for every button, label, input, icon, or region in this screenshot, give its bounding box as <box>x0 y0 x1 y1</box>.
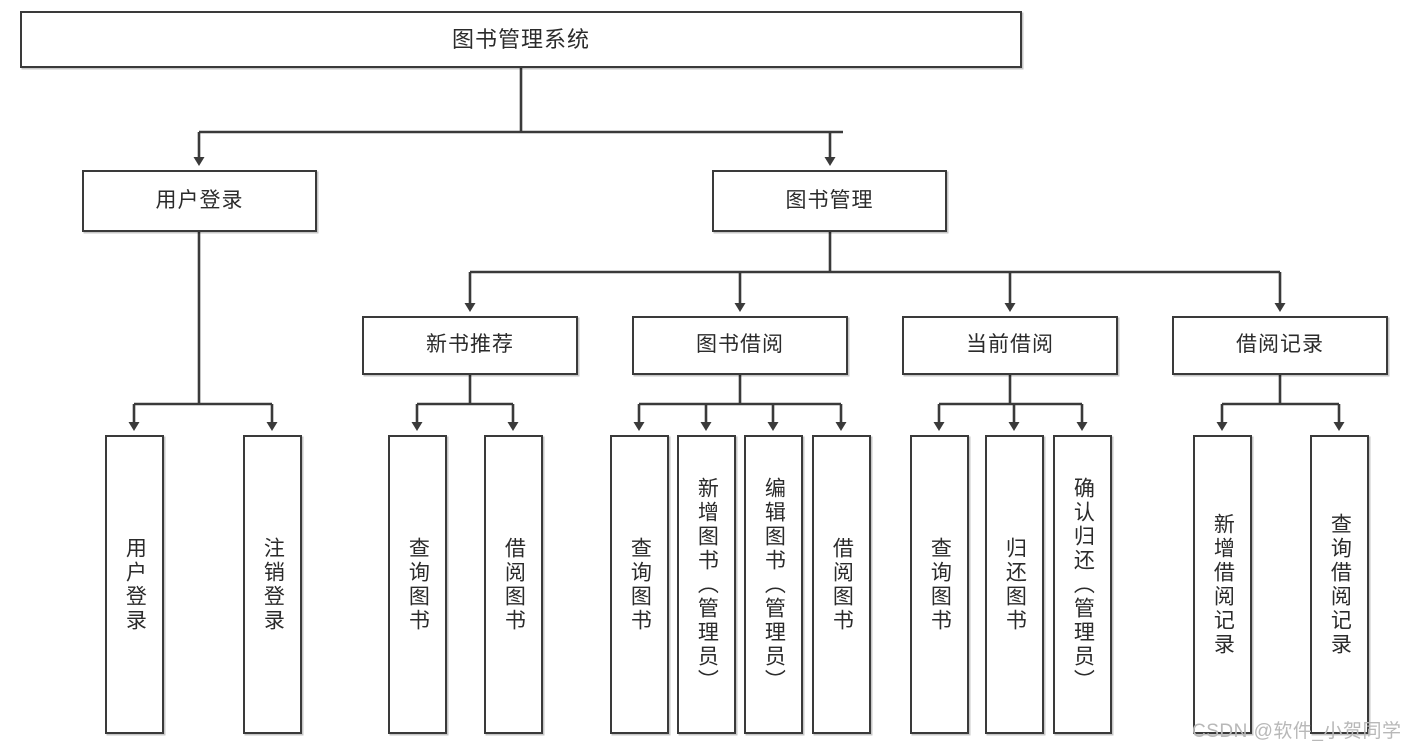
leaf-query-book-current-label: 查询图书 <box>928 536 952 633</box>
node-book-management[interactable]: 图书管理 <box>712 170 947 232</box>
leaf-confirm-return-admin-label: 确认归还（管理员） <box>1071 476 1095 693</box>
leaf-edit-book-admin-label: 编辑图书（管理员） <box>762 476 786 693</box>
leaf-add-borrow-record[interactable]: 新增借阅记录 <box>1193 435 1252 734</box>
node-root[interactable]: 图书管理系统 <box>20 11 1022 68</box>
leaf-query-book-current[interactable]: 查询图书 <box>910 435 969 734</box>
leaf-add-book-admin[interactable]: 新增图书（管理员） <box>677 435 736 734</box>
leaf-return-book-label: 归还图书 <box>1003 536 1027 633</box>
node-user-login-label: 用户登录 <box>155 188 244 212</box>
node-user-login[interactable]: 用户登录 <box>82 170 317 232</box>
node-book-borrow-label: 图书借阅 <box>696 333 784 357</box>
leaf-borrow-book-label: 借阅图书 <box>830 536 854 633</box>
leaf-logout[interactable]: 注销登录 <box>243 435 302 734</box>
leaf-user-login-label: 用户登录 <box>123 536 147 633</box>
leaf-query-book-recommend-label: 查询图书 <box>406 536 430 633</box>
leaf-query-borrow-record[interactable]: 查询借阅记录 <box>1310 435 1369 734</box>
leaf-borrow-book-recommend[interactable]: 借阅图书 <box>484 435 543 734</box>
watermark: CSDN @软件_小贺同学 <box>1192 721 1402 742</box>
node-new-book-recommendation[interactable]: 新书推荐 <box>362 316 578 375</box>
node-borrow-record-label: 借阅记录 <box>1236 333 1324 357</box>
leaf-query-borrow-record-label: 查询借阅记录 <box>1328 512 1352 657</box>
leaf-borrow-book-recommend-label: 借阅图书 <box>502 536 526 633</box>
leaf-add-borrow-record-label: 新增借阅记录 <box>1211 512 1235 657</box>
node-borrow-record[interactable]: 借阅记录 <box>1172 316 1388 375</box>
leaf-confirm-return-admin[interactable]: 确认归还（管理员） <box>1053 435 1112 734</box>
leaf-query-book[interactable]: 查询图书 <box>610 435 669 734</box>
node-book-management-label: 图书管理 <box>785 188 874 212</box>
leaf-edit-book-admin[interactable]: 编辑图书（管理员） <box>744 435 803 734</box>
leaf-query-book-recommend[interactable]: 查询图书 <box>388 435 447 734</box>
node-current-borrow-label: 当前借阅 <box>966 333 1054 357</box>
node-new-book-recommendation-label: 新书推荐 <box>426 333 514 357</box>
leaf-logout-label: 注销登录 <box>261 536 285 633</box>
node-current-borrow[interactable]: 当前借阅 <box>902 316 1118 375</box>
leaf-query-book-label: 查询图书 <box>628 536 652 633</box>
node-book-borrow[interactable]: 图书借阅 <box>632 316 848 375</box>
leaf-user-login[interactable]: 用户登录 <box>105 435 164 734</box>
node-root-label: 图书管理系统 <box>451 26 590 52</box>
leaf-add-book-admin-label: 新增图书（管理员） <box>695 476 719 693</box>
leaf-borrow-book[interactable]: 借阅图书 <box>812 435 871 734</box>
leaf-return-book[interactable]: 归还图书 <box>985 435 1044 734</box>
